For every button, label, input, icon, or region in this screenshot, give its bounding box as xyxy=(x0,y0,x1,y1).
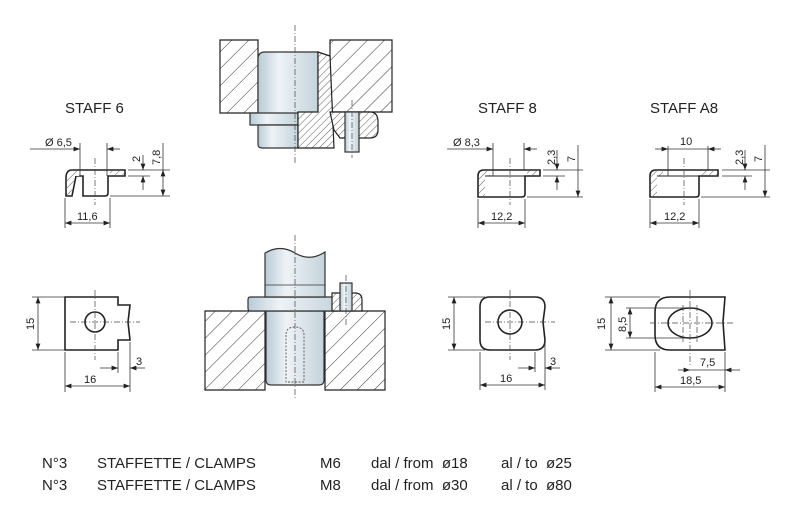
dim-staffa8-top-height: 15 xyxy=(596,318,608,330)
row-thread: M8 xyxy=(320,477,341,494)
row-from: dal / from ø30 xyxy=(371,477,468,494)
dim-staff6-top-width: 16 xyxy=(84,374,96,386)
dim-staff6-top-height: 15 xyxy=(25,318,37,330)
title-staff-6: STAFF 6 xyxy=(65,100,124,117)
row-from: dal / from ø18 xyxy=(371,455,468,472)
parts-table: N°3 STAFFETTE / CLAMPS M6 dal / from ø18… xyxy=(42,455,572,494)
row-to: al / to ø80 xyxy=(501,477,572,494)
dim-staff8-top-height: 15 xyxy=(441,318,453,330)
dim-staffa8-top-width: 18,5 xyxy=(680,375,701,387)
assembly-bottom-section xyxy=(204,235,386,398)
staff-a8-side-view xyxy=(649,145,770,228)
dim-staff8-top-width: 16 xyxy=(500,373,512,385)
dim-staff6-height-small: 2 xyxy=(131,156,143,162)
row-thread: M6 xyxy=(320,455,341,472)
dim-staffa8-width: 12,2 xyxy=(664,211,685,223)
row-name: STAFFETTE / CLAMPS xyxy=(97,477,256,494)
staff-6-side-view xyxy=(30,143,170,228)
dim-staff8-diameter: Ø 8,3 xyxy=(453,137,480,149)
dim-staff6-width: 11,6 xyxy=(77,211,98,223)
dim-staffa8-slot: 10 xyxy=(680,136,692,148)
staff-8-side-view xyxy=(447,143,583,228)
row-qty: N°3 xyxy=(42,477,67,494)
staff-a8-top-view xyxy=(605,290,740,392)
row-to: al / to ø25 xyxy=(501,455,572,472)
dim-staffa8-top-offset: 7,5 xyxy=(700,357,715,369)
row-name: STAFFETTE / CLAMPS xyxy=(97,455,256,472)
staff-6-top-view xyxy=(32,290,145,392)
dim-staff8-top-offset: 3 xyxy=(550,356,556,368)
dim-staffa8-height-small: 2,3 xyxy=(734,150,746,165)
dim-staffa8-height-total: 7 xyxy=(753,156,765,162)
title-staff-a8: STAFF A8 xyxy=(650,100,718,117)
dim-staff6-top-offset: 3 xyxy=(136,356,142,368)
dim-staff6-height-total: 7,8 xyxy=(151,150,163,165)
dim-staff6-diameter: Ø 6,5 xyxy=(45,137,72,149)
dim-staff8-height-small: 2,3 xyxy=(546,150,558,165)
dim-staff8-width: 12,2 xyxy=(491,211,512,223)
table-row: N°3 STAFFETTE / CLAMPS M6 dal / from ø18… xyxy=(42,455,572,472)
title-staff-8: STAFF 8 xyxy=(478,100,537,117)
staff-8-top-view xyxy=(448,290,560,390)
dim-staff8-height-total: 7 xyxy=(566,156,578,162)
dim-staffa8-top-slot-height: 8,5 xyxy=(617,317,629,332)
table-row: N°3 STAFFETTE / CLAMPS M8 dal / from ø30… xyxy=(42,477,572,494)
row-qty: N°3 xyxy=(42,455,67,472)
assembly-top-section xyxy=(219,25,393,165)
